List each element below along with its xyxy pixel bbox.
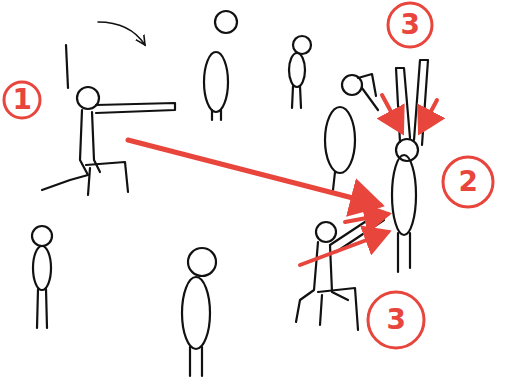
push-arrow [300, 232, 388, 265]
callout-number: 3 [387, 306, 406, 334]
pass-arrow [128, 140, 380, 205]
stick-figure [289, 36, 311, 108]
push-arrow [345, 214, 388, 222]
callout-circle [388, 3, 432, 47]
stick-figure [182, 248, 216, 376]
stick-figure [325, 74, 378, 190]
callout-circle [4, 82, 40, 118]
callout-number: 3 [401, 11, 420, 39]
thrower-figure [42, 22, 175, 195]
receiver-figure [392, 60, 428, 272]
pusher-figure [296, 212, 384, 330]
push-arrow [420, 100, 437, 132]
callout-circle [443, 157, 493, 207]
callout-circle [368, 292, 424, 348]
push-arrow [382, 95, 402, 132]
callout-number: 1 [13, 86, 32, 114]
stick-figure [32, 226, 52, 328]
callout-number: 2 [459, 168, 478, 196]
stick-figure [204, 11, 237, 120]
